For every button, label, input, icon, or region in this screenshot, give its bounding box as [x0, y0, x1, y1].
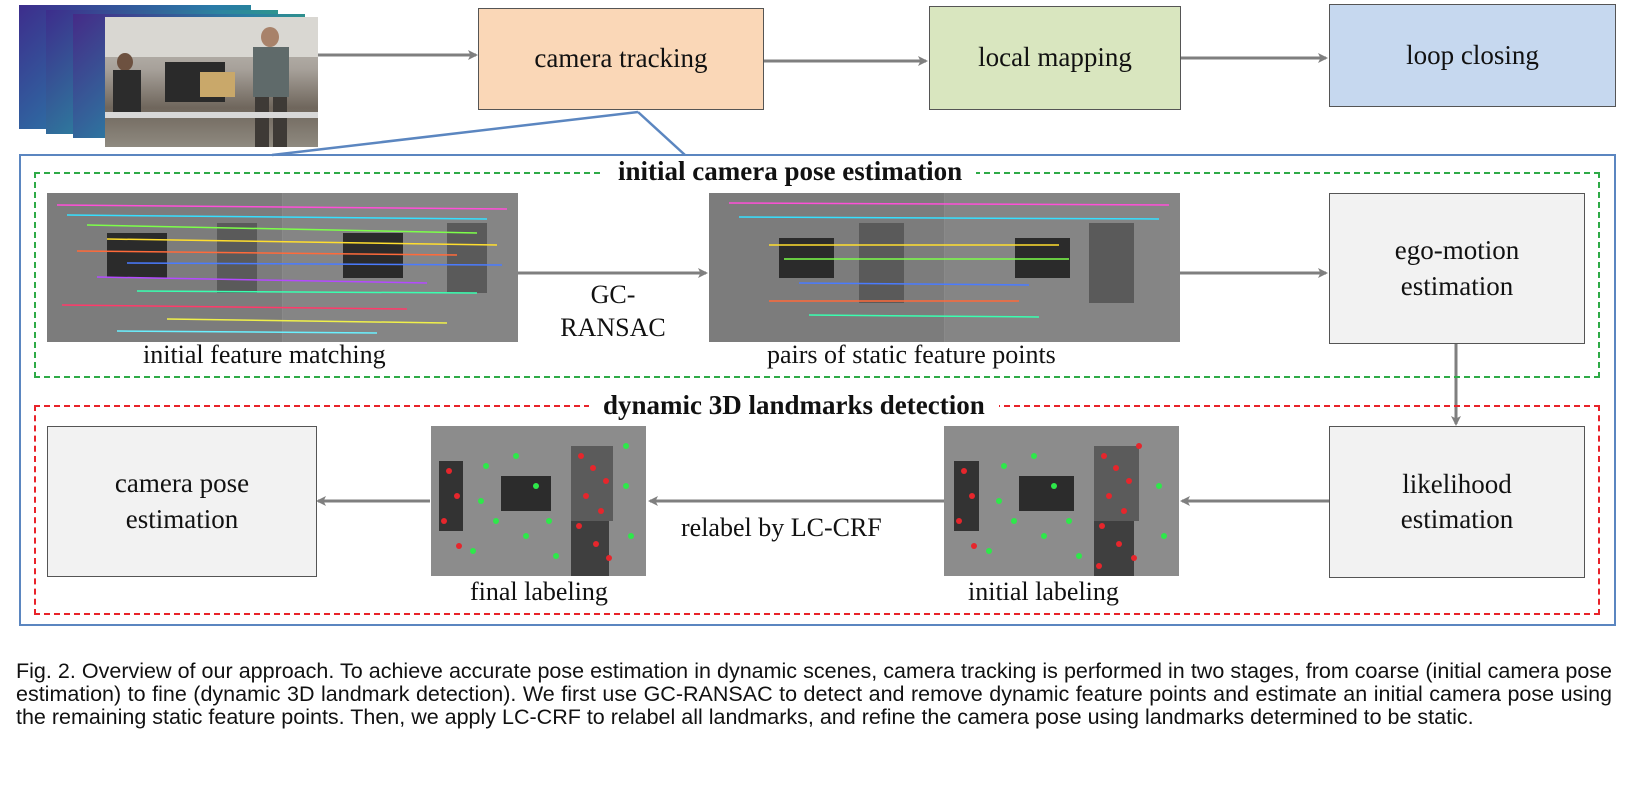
final-labeling-label: final labeling	[470, 577, 608, 606]
loop-closing-label: loop closing	[1406, 39, 1539, 70]
initial-labeling-points	[944, 426, 1179, 576]
camera-tracking-label: camera tracking	[534, 43, 708, 74]
camera-tracking-box: camera tracking	[478, 8, 764, 110]
initial-labeling-image	[944, 426, 1179, 576]
likelihood-label-line1: likelihood	[1402, 468, 1512, 499]
zoom-line-right	[637, 111, 686, 156]
ego-motion-estimation-box: ego-motion estimation	[1329, 193, 1585, 344]
loop-closing-box: loop closing	[1329, 4, 1616, 107]
initial-pose-estimation-title: initial camera pose estimation	[604, 156, 977, 187]
static-feature-lines	[709, 193, 1180, 342]
initial-labeling-label: initial labeling	[968, 577, 1119, 606]
camera-tracking-detail-panel	[19, 154, 1616, 626]
final-labeling-points	[431, 426, 646, 576]
relabel-lc-crf-label: relabel by LC-CRF	[681, 513, 882, 542]
pairs-static-feature-points-label: pairs of static feature points	[767, 340, 1056, 369]
camera-pose-estimation-box: camera pose estimation	[47, 426, 317, 577]
local-mapping-label: local mapping	[978, 42, 1132, 73]
office-scene-image	[105, 17, 318, 147]
gc-ransac-label-line2: RANSAC	[560, 313, 666, 342]
likelihood-estimation-box: likelihood estimation	[1329, 426, 1585, 578]
local-mapping-box: local mapping	[929, 6, 1181, 110]
ego-motion-label-line2: estimation	[1400, 270, 1514, 301]
zoom-line-left	[271, 110, 639, 157]
likelihood-label-line2: estimation	[1400, 504, 1514, 534]
feature-matching-lines	[47, 193, 518, 342]
figure-caption: Fig. 2. Overview of our approach. To ach…	[16, 659, 1612, 730]
rgb-frame	[105, 17, 318, 147]
dynamic-landmarks-detection-title: dynamic 3D landmarks detection	[589, 390, 999, 421]
gc-ransac-label-line1: GC-	[590, 280, 636, 309]
camera-pose-label-line2: estimation	[125, 503, 239, 534]
camera-pose-label-line1: camera pose	[114, 468, 250, 499]
final-labeling-image	[431, 426, 646, 576]
static-feature-points-image	[709, 193, 1180, 342]
ego-motion-label-line1: ego-motion	[1394, 235, 1520, 266]
initial-feature-matching-label: initial feature matching	[143, 340, 386, 369]
initial-feature-matching-image	[47, 193, 518, 342]
